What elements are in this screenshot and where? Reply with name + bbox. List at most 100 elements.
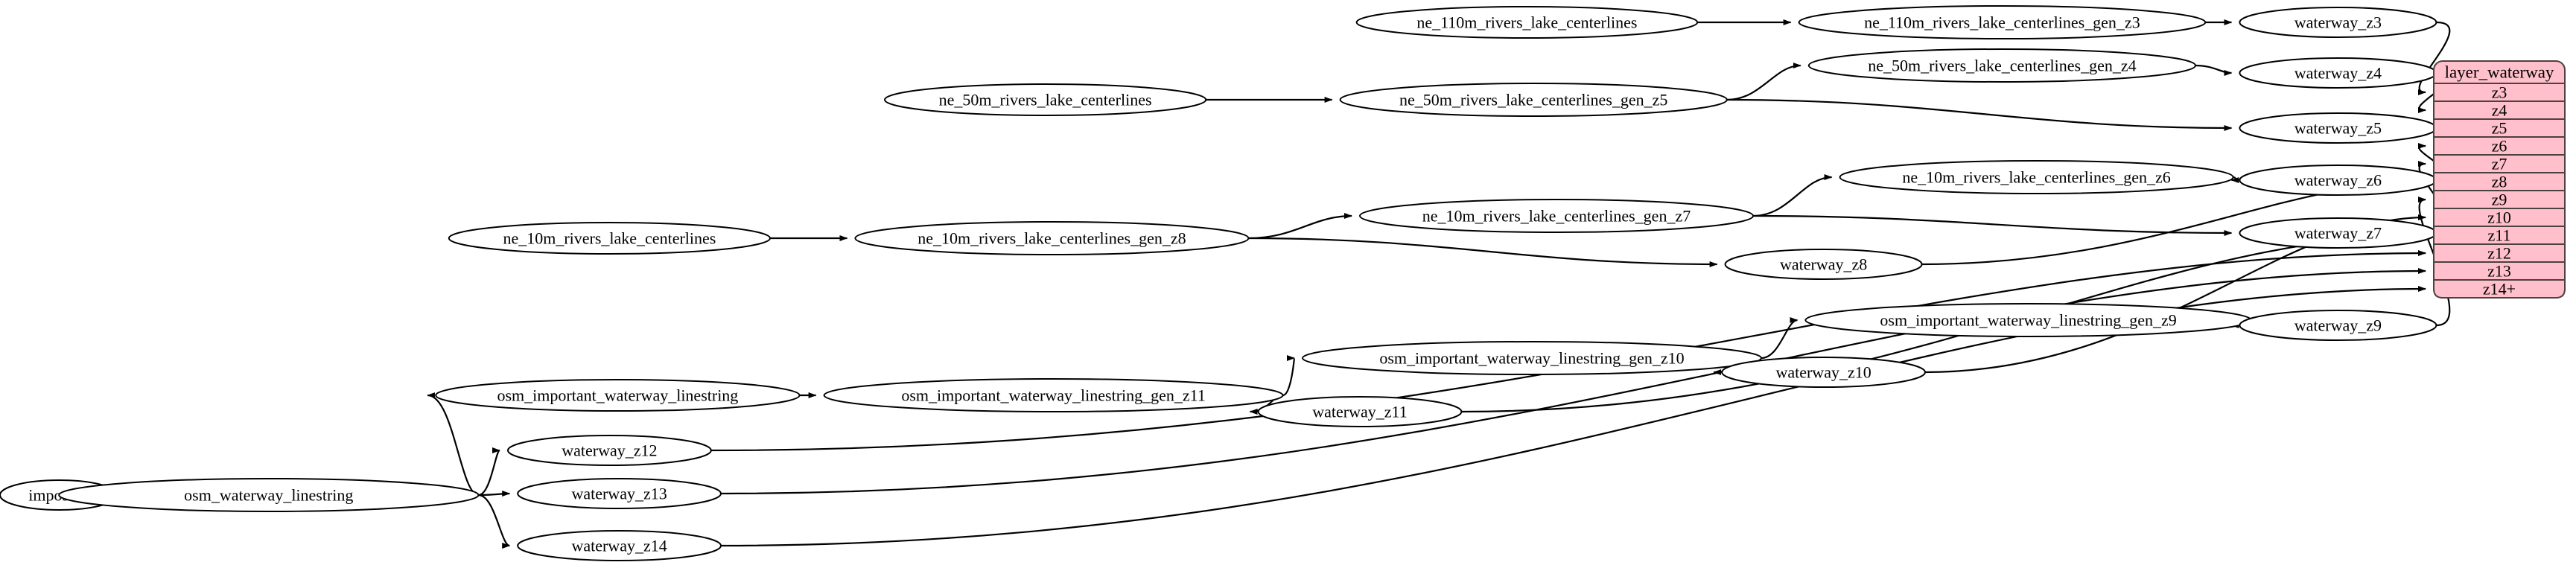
node-shape (1302, 341, 1762, 375)
node-shape (2239, 112, 2437, 144)
graph-node[interactable]: ne_50m_rivers_lake_centerlines (884, 83, 1207, 116)
graph-edge (1752, 214, 2233, 236)
graph-node[interactable]: waterway_z3 (2239, 7, 2437, 38)
graph-edge (478, 491, 511, 497)
layer-table-row[interactable]: z10 (2433, 208, 2566, 227)
graph-node[interactable]: ne_110m_rivers_lake_centerlines_gen_z3 (1798, 5, 2207, 39)
graph-edge (720, 268, 2426, 495)
graph-node[interactable]: ne_10m_rivers_lake_centerlines_gen_z7 (1359, 199, 1754, 233)
node-shape (517, 478, 722, 509)
graph-node[interactable]: waterway_z8 (1724, 249, 1923, 280)
graph-node[interactable]: ne_10m_rivers_lake_centerlines_gen_z6 (1839, 160, 2234, 194)
node-shape (448, 222, 772, 255)
node-shape (2239, 217, 2437, 249)
node-shape (1257, 396, 1463, 427)
layer-table-title: layer_waterway (2445, 63, 2554, 82)
node-shape (1339, 83, 1728, 117)
graph-node[interactable]: osm_waterway_linestring (58, 478, 480, 512)
row-label: z5 (2492, 119, 2507, 138)
node-shape (1839, 160, 2234, 194)
graph-edge (720, 286, 2426, 547)
layer-table-row[interactable]: z8 (2433, 172, 2566, 191)
row-label: z6 (2492, 137, 2507, 156)
node-shape (2239, 310, 2437, 341)
graph-edge (1248, 213, 1352, 240)
graph-edge (2195, 64, 2233, 76)
row-background (2433, 190, 2566, 209)
graph-node[interactable]: waterway_z11 (1257, 396, 1463, 427)
graph-edge (1752, 174, 1833, 217)
node-shape (1804, 303, 2252, 337)
layer-table-row[interactable]: z11 (2433, 226, 2566, 245)
graph-node[interactable]: waterway_z4 (2239, 57, 2437, 89)
node-shape (823, 378, 1284, 412)
layer-table-row[interactable]: z6 (2433, 136, 2566, 156)
node-shape (884, 83, 1207, 116)
layer-table-row[interactable]: z4 (2433, 100, 2566, 120)
graph-edge (1248, 237, 1718, 267)
graph-node[interactable]: ne_50m_rivers_lake_centerlines_gen_z4 (1807, 48, 2196, 83)
graph-edge (1726, 98, 2233, 131)
graph-edge (1726, 63, 1801, 101)
row-background (2433, 100, 2566, 120)
graph-edge (427, 392, 479, 497)
node-shape (507, 435, 712, 466)
graph-node[interactable]: waterway_z7 (2239, 217, 2437, 249)
graph-edge (1282, 357, 1296, 397)
layer-table-row[interactable]: z9 (2433, 190, 2566, 209)
row-background (2433, 208, 2566, 227)
node-shape (2239, 57, 2437, 89)
row-background (2433, 261, 2566, 281)
graph-node[interactable]: osm_important_waterway_linestring (435, 379, 801, 412)
row-label: z8 (2492, 173, 2507, 191)
graph-node[interactable]: waterway_z13 (517, 478, 722, 509)
row-label: z7 (2492, 155, 2507, 173)
row-background (2433, 279, 2566, 299)
graph-node[interactable]: ne_110m_rivers_lake_centerlines (1355, 6, 1699, 39)
row-label: z11 (2488, 226, 2511, 245)
graph-node[interactable]: ne_10m_rivers_lake_centerlines_gen_z8 (854, 221, 1250, 255)
graph-edge (2417, 21, 2451, 95)
node-shape (2239, 165, 2437, 196)
node-shape (1359, 199, 1754, 233)
graph-node[interactable]: ne_10m_rivers_lake_centerlines (448, 222, 772, 255)
graph-node[interactable]: osm_important_waterway_linestring_gen_z1… (1302, 341, 1762, 375)
node-shape (1798, 5, 2207, 39)
node-shape (1724, 249, 1923, 280)
row-label: z10 (2487, 208, 2511, 227)
layer-table-row[interactable]: z12 (2433, 243, 2566, 263)
graph-node[interactable]: osm_important_waterway_linestring_gen_z1… (823, 378, 1284, 412)
edge-layer (50, 19, 2451, 549)
node-shape (1807, 48, 2196, 83)
graph-node[interactable]: osm_important_waterway_linestring_gen_z9 (1804, 303, 2252, 337)
graph-node[interactable]: waterway_z6 (2239, 165, 2437, 196)
layer-waterway-table: layer_waterwayz3z4z5z6z7z8z9z10z11z12z13… (2433, 60, 2566, 299)
row-label: z9 (2492, 191, 2507, 209)
row-label: z3 (2492, 83, 2507, 102)
graph-node[interactable]: waterway_z9 (2239, 310, 2437, 341)
node-shape (1355, 6, 1699, 39)
row-background (2433, 172, 2566, 191)
layer-table-row[interactable]: z13 (2433, 261, 2566, 281)
row-background (2433, 243, 2566, 263)
node-shape (854, 221, 1250, 255)
node-shape (58, 478, 480, 512)
graph-node[interactable]: waterway_z5 (2239, 112, 2437, 144)
row-label: z14+ (2483, 280, 2516, 299)
row-label: z12 (2487, 244, 2511, 263)
graph-edge (1761, 317, 1799, 360)
row-label: z4 (2492, 101, 2507, 120)
row-background (2433, 83, 2566, 102)
layer-table-row[interactable]: z3 (2433, 83, 2566, 102)
graph-node[interactable]: waterway_z14 (517, 530, 722, 561)
layer-table-row[interactable]: z7 (2433, 154, 2566, 173)
node-shape (435, 379, 801, 412)
layer-table-row[interactable]: z5 (2433, 118, 2566, 138)
graph-node[interactable]: ne_50m_rivers_lake_centerlines_gen_z5 (1339, 83, 1728, 117)
graph-node[interactable]: waterway_z10 (1721, 357, 1927, 388)
node-shape (2239, 7, 2437, 38)
layer-table-row[interactable]: z14+ (2433, 279, 2566, 299)
graph-node[interactable]: waterway_z12 (507, 435, 712, 466)
graph-edge (478, 494, 511, 549)
